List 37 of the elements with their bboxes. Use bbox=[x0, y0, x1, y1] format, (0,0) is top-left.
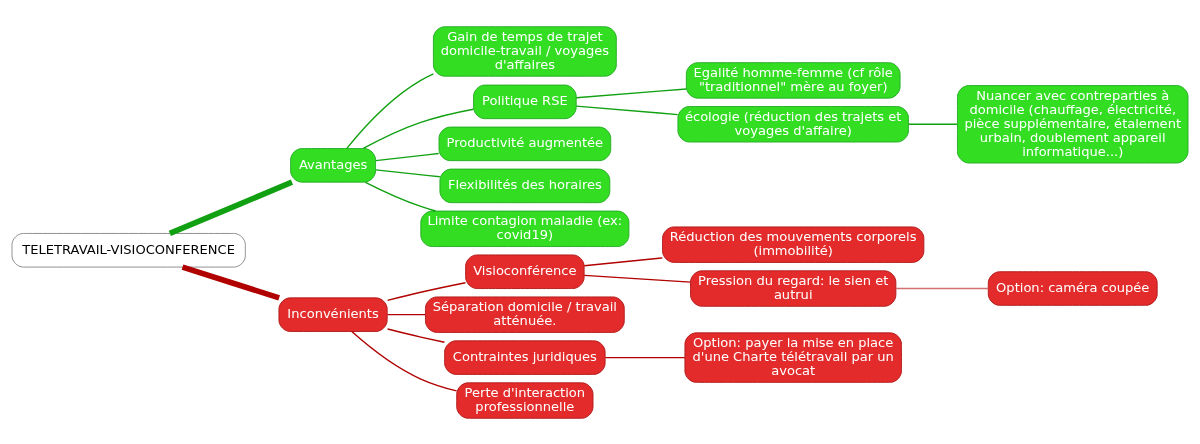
connector bbox=[181, 263, 280, 300]
connector bbox=[375, 152, 440, 161]
node-box: Productivité augmentée bbox=[438, 126, 612, 161]
connector bbox=[386, 281, 467, 301]
connector bbox=[895, 287, 989, 289]
node-box: Visioconférence bbox=[465, 253, 585, 289]
node-box: écologie (réduction des trajets et voyages d'affaire) bbox=[677, 105, 909, 142]
node-box: Contraintes juridiques bbox=[444, 339, 606, 375]
connector bbox=[351, 330, 458, 392]
connector bbox=[583, 274, 692, 283]
connector bbox=[364, 181, 437, 212]
connector bbox=[346, 72, 435, 149]
node-box: Option: caméra coupée bbox=[987, 270, 1158, 306]
node-box: Pression du regard: le sien et autrui bbox=[690, 269, 897, 307]
node-box: Flexibilités des horaires bbox=[439, 168, 611, 203]
node-box: Perte d'interaction professionnelle bbox=[456, 381, 594, 419]
connector bbox=[575, 87, 687, 98]
connector bbox=[386, 313, 426, 315]
node-box: Egalité homme-femme (cf rôle "traditionnel" mère au foyer) bbox=[685, 61, 901, 99]
connector bbox=[386, 327, 446, 343]
node-box: TELETRAVAIL-VISIOCONFERENCE bbox=[11, 232, 246, 268]
node-box: Inconvénients bbox=[278, 296, 388, 332]
node-box: Séparation domicile / travail atténuée. bbox=[425, 295, 625, 333]
node-box: Avantages bbox=[290, 147, 376, 183]
connector bbox=[362, 108, 475, 149]
connector bbox=[375, 168, 441, 177]
connector bbox=[168, 179, 294, 236]
connector bbox=[907, 123, 958, 125]
node-box: Réduction des mouvements corporels (immobilité) bbox=[662, 225, 925, 263]
connector bbox=[604, 356, 686, 358]
connector bbox=[583, 256, 664, 266]
node-box: Gain de temps de trajet domicile-travail / voyages d'affaires bbox=[432, 25, 617, 77]
node-box: Politique RSE bbox=[473, 84, 577, 119]
node-box: Option: payer la mise en place d'une Charte télétravail par un avocat bbox=[684, 331, 902, 383]
node-box: Nuancer avec contreparties à domicile (chauffage, électricité, pièce supplémentaire, étalement urbain, doublement appareil informatique...) bbox=[957, 84, 1189, 163]
connector bbox=[575, 104, 679, 115]
node-box: Limite contagion maladie (ex: covid19) bbox=[420, 210, 630, 247]
